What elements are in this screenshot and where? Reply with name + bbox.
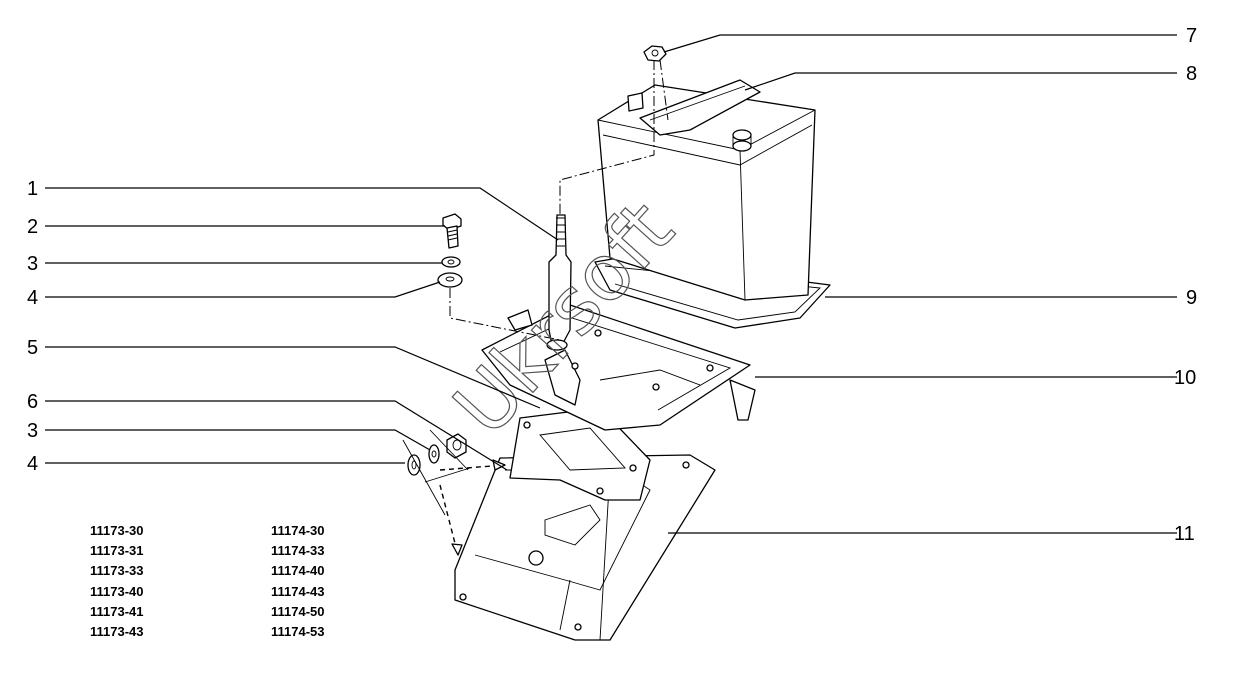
code-right-1: 11174-30 — [271, 523, 325, 538]
callout-7: 7 — [1186, 25, 1197, 47]
washers-lower — [407, 433, 467, 476]
assembly-lines — [402, 59, 669, 556]
flange-nut — [643, 45, 667, 62]
code-right-3: 11174-40 — [271, 563, 325, 578]
code-right-4: 11174-43 — [271, 584, 325, 599]
code-left-3: 11173-33 — [90, 563, 144, 578]
model-codes: 11173-30 11173-31 11173-33 11173-40 1117… — [90, 523, 325, 639]
callout-2: 2 — [27, 216, 38, 238]
code-right-6: 11174-53 — [271, 624, 325, 639]
hook-bolt — [546, 214, 572, 351]
callout-5: 5 — [27, 337, 38, 359]
callout-11: 11 — [1174, 523, 1195, 545]
callout-3-lower: 3 — [27, 420, 38, 442]
callout-1: 1 — [27, 178, 38, 200]
code-left-4: 11173-40 — [90, 584, 144, 599]
callout-10: 10 — [1174, 367, 1196, 389]
code-right-2: 11174-33 — [271, 543, 325, 558]
callout-4-lower: 4 — [27, 453, 38, 475]
code-right-5: 11174-50 — [271, 604, 325, 619]
callout-9: 9 — [1186, 287, 1197, 309]
callout-4-upper: 4 — [27, 287, 38, 309]
code-left-5: 11173-41 — [90, 604, 144, 619]
battery — [597, 79, 816, 301]
callout-3-upper: 3 — [27, 253, 38, 275]
callout-6: 6 — [27, 391, 38, 413]
callout-numbers: 1 2 3 4 5 6 3 4 7 8 9 10 11 — [27, 25, 1197, 545]
bolt — [442, 213, 462, 249]
callout-8: 8 — [1186, 63, 1197, 85]
code-left-2: 11173-31 — [90, 543, 144, 558]
code-left-1: 11173-30 — [90, 523, 144, 538]
washers-upper — [437, 256, 463, 288]
leader-lines — [45, 34, 1177, 534]
code-left-6: 11173-43 — [90, 624, 144, 639]
